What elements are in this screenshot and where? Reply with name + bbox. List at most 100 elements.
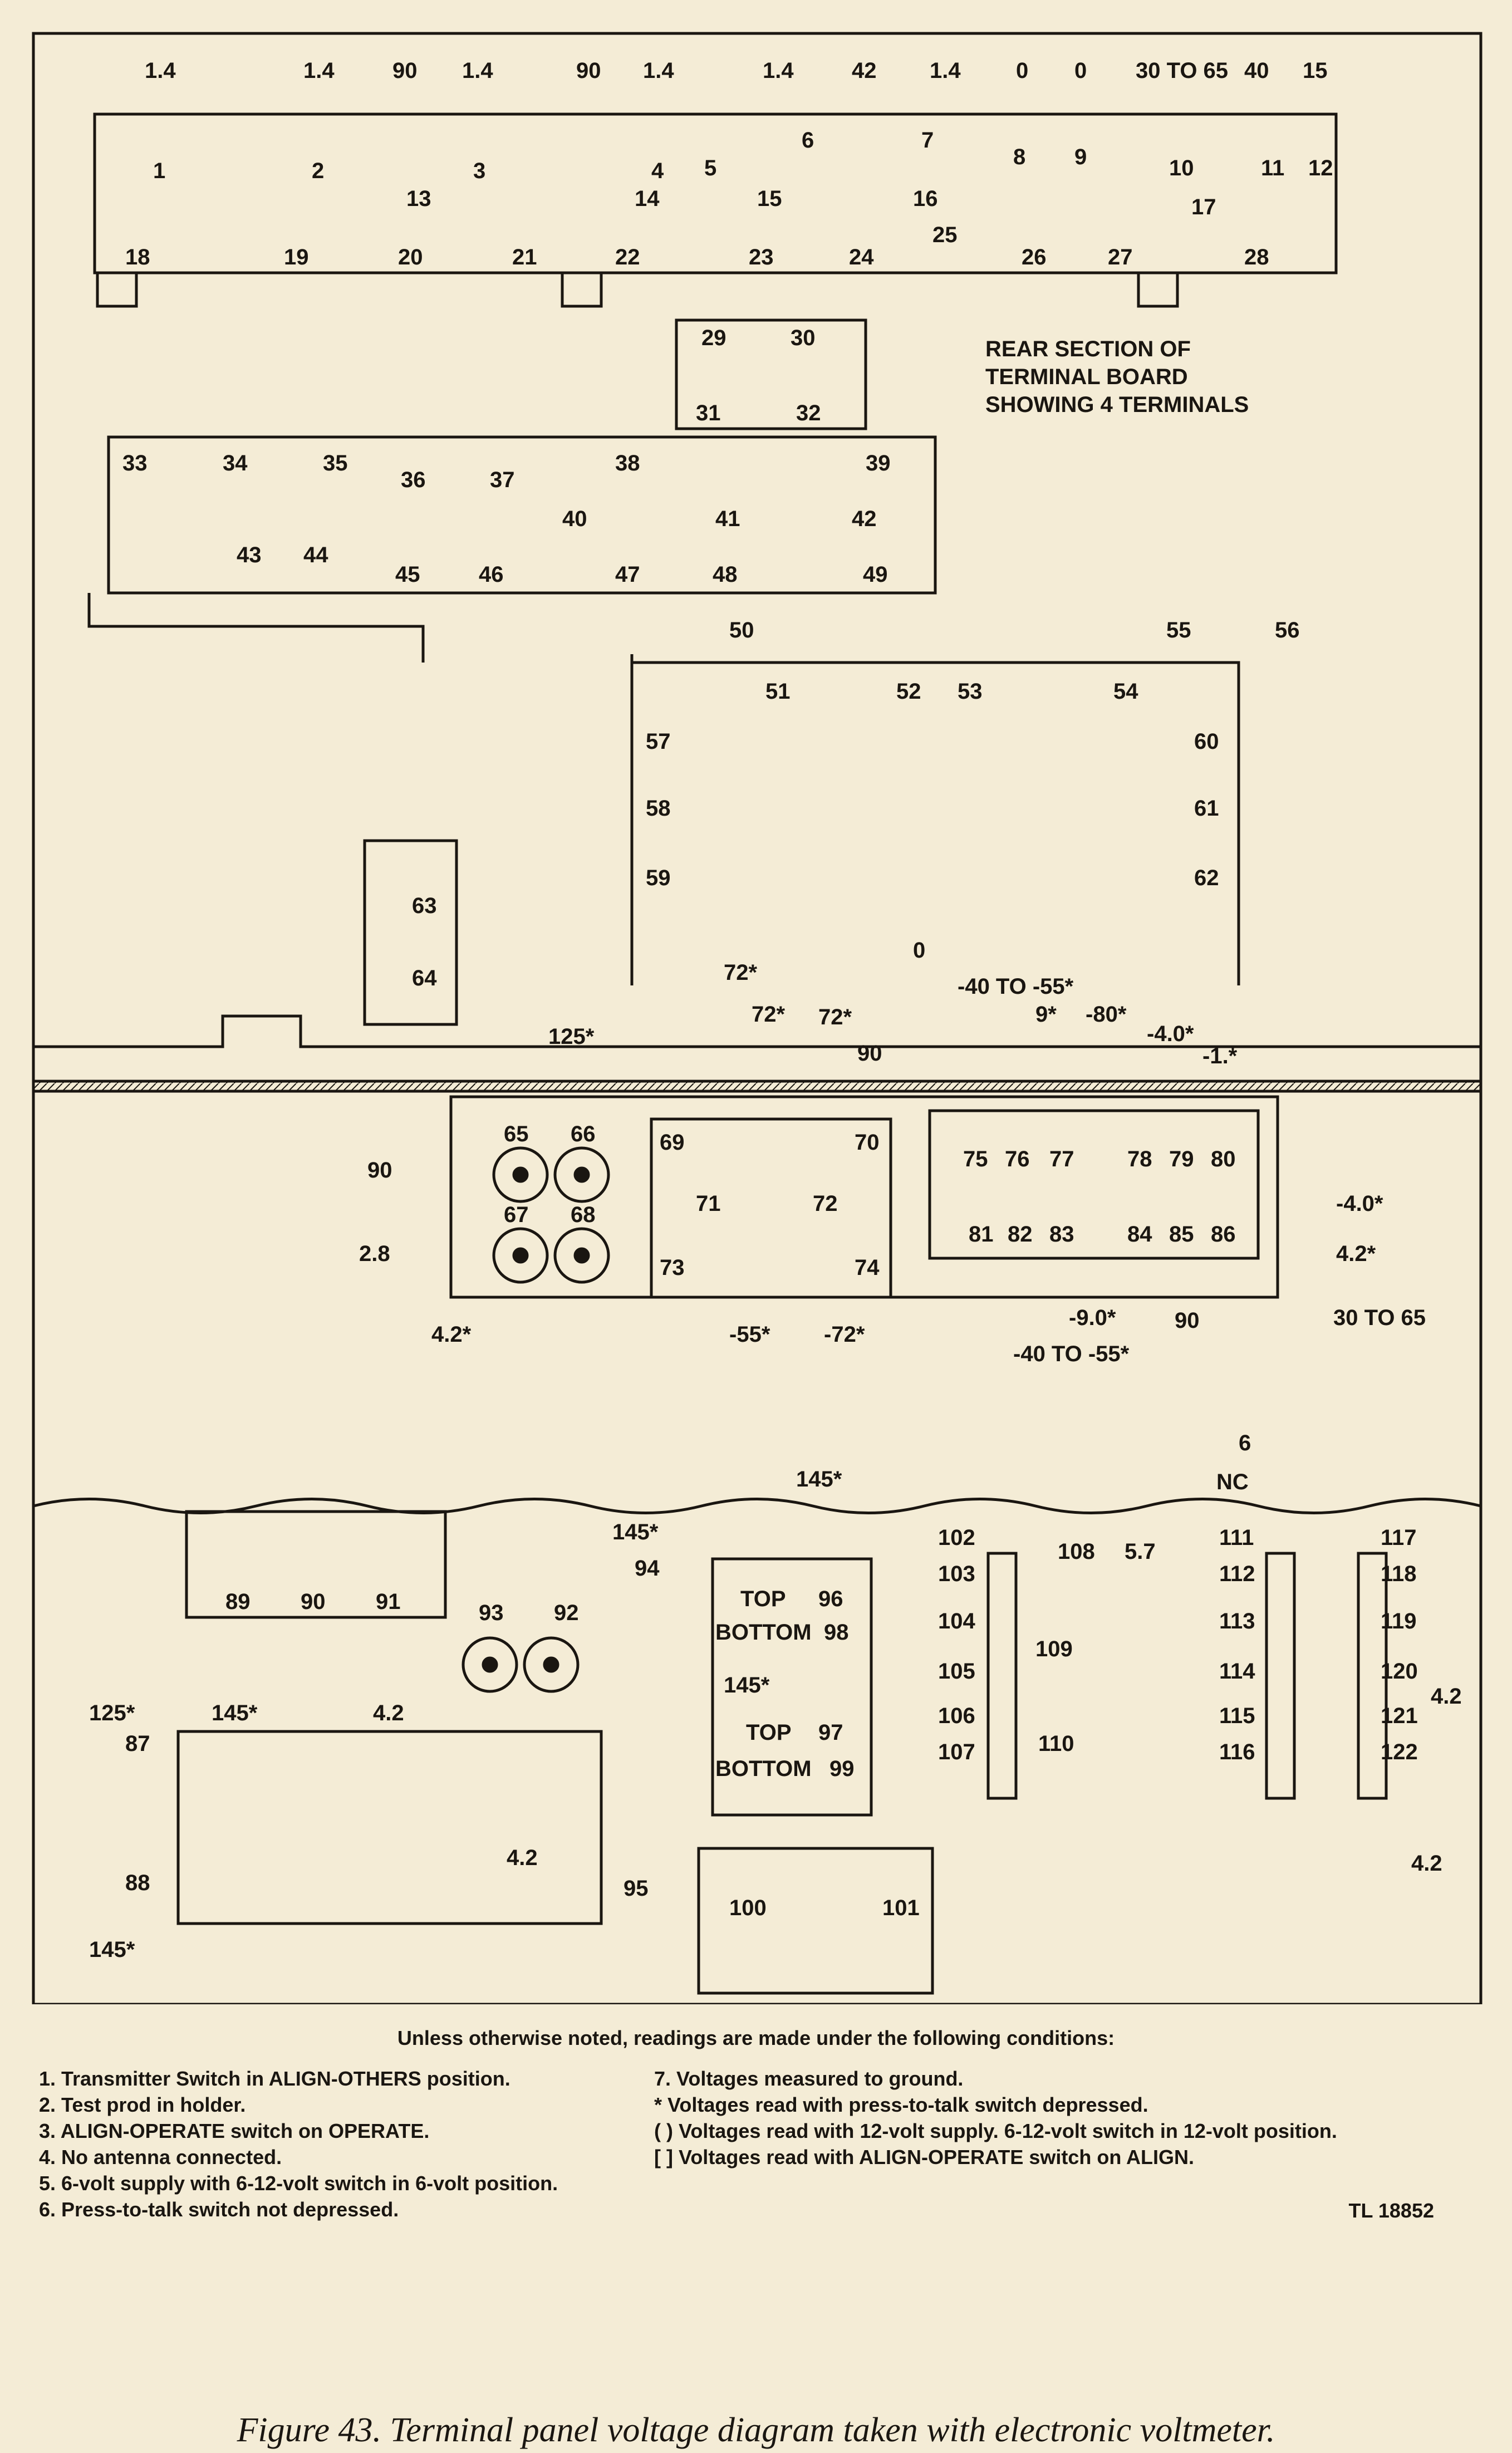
coax-center-6 [543, 1656, 559, 1673]
terminal-28: 28 [1244, 245, 1269, 269]
t69-value: 72* [724, 960, 757, 985]
terminal-5: 5 [704, 156, 716, 180]
note-paren: ( ) Voltages read with 12-volt supply. 6… [654, 2120, 1337, 2142]
terminal-120: 120 [1381, 1659, 1418, 1684]
terminal-83: 83 [1049, 1222, 1074, 1247]
t78-value: -80* [1086, 1002, 1127, 1027]
t67-68-value: 2.8 [359, 1242, 390, 1266]
terminal-4: 4 [651, 159, 664, 183]
terminal-70: 70 [855, 1130, 880, 1155]
terminal-122: 122 [1381, 1740, 1418, 1764]
coax-center-3 [512, 1247, 529, 1264]
rear-section-line-3: SHOWING 4 TERMINALS [985, 393, 1249, 417]
terminal-26: 26 [1022, 245, 1047, 269]
terminal-89: 89 [225, 1589, 251, 1614]
terminal-106: 106 [938, 1704, 975, 1728]
terminal-98: 98 [824, 1620, 849, 1645]
t122-value: 4.2 [1411, 1851, 1442, 1876]
terminal-53: 53 [958, 679, 983, 704]
coax-center-4 [573, 1247, 590, 1264]
terminal-45: 45 [395, 562, 420, 587]
terminal-58: 58 [646, 796, 671, 821]
terminal-97: 97 [818, 1720, 843, 1745]
top-value-9: 1.4 [930, 58, 961, 83]
top-value-6: 1.4 [643, 58, 674, 83]
terminal-85: 85 [1169, 1222, 1194, 1247]
terminal-84: 84 [1127, 1222, 1152, 1247]
t73-value: -55* [729, 1322, 770, 1347]
coax-center-1 [512, 1166, 529, 1183]
terminal-95: 95 [624, 1876, 649, 1901]
terminal-33: 33 [122, 451, 148, 475]
terminal-77: 77 [1049, 1147, 1074, 1171]
terminal-68: 68 [571, 1203, 596, 1227]
terminal-52: 52 [896, 679, 921, 704]
top-value-7: 1.4 [763, 58, 794, 83]
terminal-31: 31 [696, 401, 721, 425]
t87-value: 125* [89, 1701, 135, 1725]
t80-value: -1.* [1202, 1044, 1238, 1068]
terminal-57: 57 [646, 729, 671, 754]
terminal-96: 96 [818, 1587, 843, 1611]
t97-value: 145* [724, 1673, 770, 1698]
terminal-71: 71 [696, 1191, 721, 1216]
coax-connector-1 [492, 1146, 549, 1203]
notes-block: Unless otherwise noted, readings are mad… [0, 2027, 1512, 2249]
t82-value: -9.0* [1069, 1306, 1116, 1330]
terminal-113: 113 [1219, 1609, 1255, 1633]
note-4: 4. No antenna connected. [39, 2146, 282, 2169]
t84-value: 90 [1175, 1308, 1200, 1333]
note-5: 5. 6-volt supply with 6-12-volt switch i… [39, 2172, 558, 2195]
terminal-69: 69 [660, 1130, 685, 1155]
terminal-101: 101 [882, 1896, 920, 1920]
terminal-27: 27 [1108, 245, 1133, 269]
nc-label: NC [1216, 1470, 1249, 1494]
terminal-59: 59 [646, 866, 671, 890]
terminal-103: 103 [938, 1562, 975, 1586]
terminal-18: 18 [125, 245, 150, 269]
top-value-5: 90 [576, 58, 601, 83]
t74-value: -72* [824, 1322, 865, 1347]
t94-value: 145* [612, 1520, 659, 1544]
top-value-8: 42 [852, 58, 877, 83]
terminal-12: 12 [1308, 156, 1333, 180]
note-2: 2. Test prod in holder. [39, 2093, 246, 2116]
terminal-56: 56 [1275, 618, 1300, 642]
terminal-24: 24 [849, 245, 874, 269]
terminal-25: 25 [932, 223, 958, 247]
note-7: 7. Voltages measured to ground. [654, 2067, 964, 2090]
terminal-104: 104 [938, 1609, 975, 1633]
terminal-15: 15 [757, 187, 782, 211]
top-value-14: 15 [1303, 58, 1328, 83]
t81-value: -40 TO -55* [1013, 1342, 1130, 1366]
terminal-81: 81 [969, 1222, 994, 1247]
terminal-61: 61 [1194, 796, 1219, 821]
terminal-115: 115 [1219, 1704, 1255, 1728]
terminal-40: 40 [562, 507, 587, 531]
terminal-9: 9 [1074, 145, 1087, 169]
terminal-32: 32 [796, 401, 821, 425]
terminal-41: 41 [715, 507, 740, 531]
terminal-100: 100 [729, 1896, 767, 1920]
terminal-62: 62 [1194, 866, 1219, 890]
terminal-22: 22 [615, 245, 640, 269]
note-star: * Voltages read with press-to-talk switc… [654, 2093, 1148, 2116]
terminal-63: 63 [412, 894, 437, 918]
terminal-79: 79 [1169, 1147, 1194, 1171]
terminal-76: 76 [1005, 1147, 1030, 1171]
t89-value: 145* [212, 1701, 258, 1725]
terminal-49: 49 [863, 562, 888, 587]
note-1: 1. Transmitter Switch in ALIGN-OTHERS po… [39, 2067, 510, 2090]
terminal-36: 36 [401, 468, 426, 492]
terminal-29: 29 [701, 326, 726, 350]
terminal-107: 107 [938, 1740, 975, 1764]
terminal-46: 46 [479, 562, 504, 587]
terminal-43: 43 [237, 543, 262, 567]
bottom-label-2: BOTTOM [715, 1757, 812, 1781]
terminal-7: 7 [921, 128, 934, 153]
terminal-10: 10 [1169, 156, 1194, 180]
t75-value: 0 [913, 938, 925, 963]
terminal-92: 92 [554, 1601, 579, 1625]
t86-value: 4.2* [1336, 1242, 1376, 1266]
